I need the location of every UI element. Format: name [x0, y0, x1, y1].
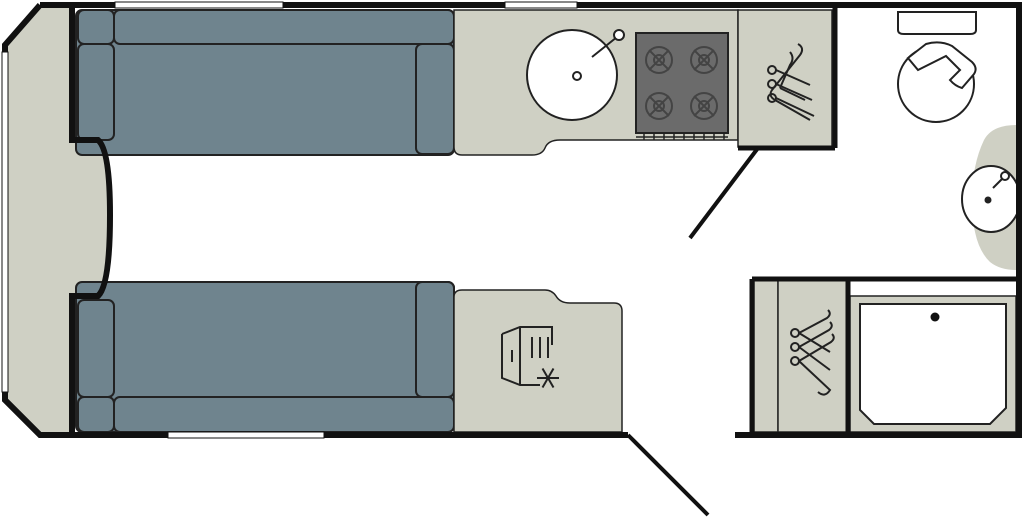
sofa-bottom — [75, 281, 455, 433]
washroom-door[interactable] — [688, 146, 760, 240]
window — [1, 51, 9, 393]
washroom-partition — [738, 5, 1019, 435]
wardrobe-top — [737, 9, 833, 148]
sofa-top — [75, 9, 455, 156]
front-chest — [5, 5, 110, 433]
window — [167, 431, 325, 439]
clothes-hanger-icon — [790, 309, 835, 396]
hob-burners-icon — [635, 32, 729, 140]
fridge-counter — [453, 289, 623, 433]
window — [504, 1, 578, 9]
shower-tray-icon — [849, 295, 1017, 433]
wardrobe-bottom — [753, 279, 849, 433]
sink-icon — [961, 165, 1021, 233]
sink-icon — [526, 29, 625, 121]
fridge-snowflake-icon — [501, 326, 559, 389]
entrance-door[interactable] — [626, 433, 710, 517]
window — [114, 1, 284, 9]
windows — [1, 1, 578, 439]
toilet-icon — [897, 11, 977, 123]
clothes-hanger-icon — [767, 43, 815, 121]
